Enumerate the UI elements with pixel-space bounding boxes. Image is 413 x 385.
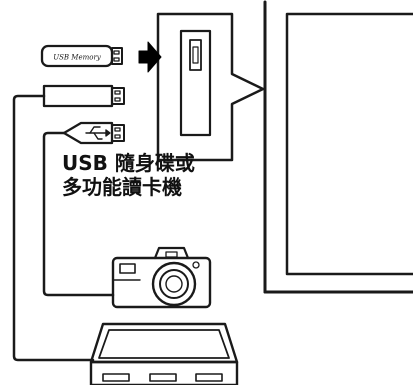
card-reader-cable: [12, 94, 95, 362]
usb-stick-label: USB Memory: [53, 54, 102, 62]
usb-symbol-icon: [85, 126, 111, 140]
camera: [111, 246, 212, 309]
insert-arrow-icon: [138, 41, 162, 73]
usb-port-frame: [179, 29, 212, 137]
usb-port-callout: [156, 12, 265, 162]
device-caption-line-2: 多功能讀卡機: [62, 175, 182, 199]
monitor-screen: [285, 12, 413, 276]
monitor: [263, 0, 413, 294]
camera-usb-plug: [62, 121, 125, 145]
card-reader-usb-plug: [42, 84, 125, 108]
card-slot: [102, 373, 130, 382]
card-slot: [195, 373, 223, 382]
card-slot: [149, 373, 177, 382]
usb-port-slot: [189, 39, 202, 71]
card-reader: [89, 322, 239, 385]
device-caption-line-1: USB 隨身碟或: [62, 151, 195, 175]
usb-memory-stick: [40, 44, 123, 68]
camera-cable: [42, 131, 115, 297]
camera-lens-icon: [151, 261, 197, 307]
camera-body: [111, 256, 212, 309]
